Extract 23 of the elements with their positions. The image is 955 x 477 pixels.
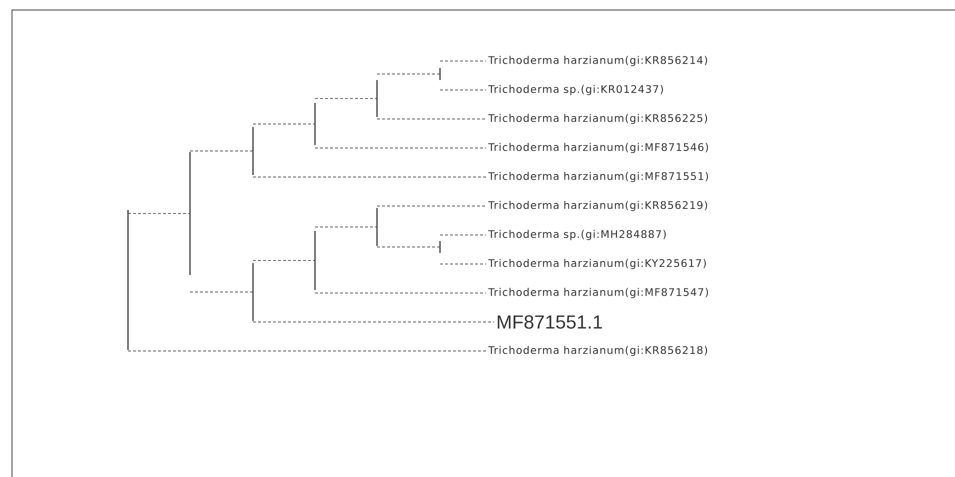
taxon-label: Trichoderma harzianum(gi:KY225617) [488, 258, 706, 270]
taxon-label: Trichoderma sp.(gi:KR012437) [488, 84, 663, 96]
taxon-label: Trichoderma harzianum(gi:KR856219) [488, 200, 708, 212]
branch-line [128, 350, 486, 352]
branch-line [440, 234, 486, 236]
branch-line [252, 260, 316, 261]
branch-line [128, 213, 190, 214]
branch-line [314, 226, 378, 228]
taxon-label: Trichoderma harzianum(gi:MF871547) [488, 288, 708, 298]
taxon-label: Trichoderma harzianum(gi:MF871546) [488, 142, 708, 154]
taxon-label: Trichoderma harzianum(gi:KR856225) [488, 114, 708, 124]
taxon-label: Trichoderma harzianum(gi:KR856218) [488, 346, 708, 356]
branch-line [314, 98, 378, 99]
taxon-label: Trichoderma harzianum(gi:MF871551) [488, 172, 708, 182]
taxon-label: Trichoderma sp.(gi:MH284887) [488, 230, 666, 240]
taxon-label: Trichoderma harzianum(gi:KR856214) [488, 56, 708, 66]
branch-line [190, 150, 254, 152]
branch-line [314, 292, 486, 294]
branch-line [440, 60, 486, 62]
branch-line [376, 118, 486, 120]
taxon-label: MF871551.1 [498, 315, 602, 329]
branch-line [252, 176, 486, 178]
branch-line [376, 246, 440, 248]
